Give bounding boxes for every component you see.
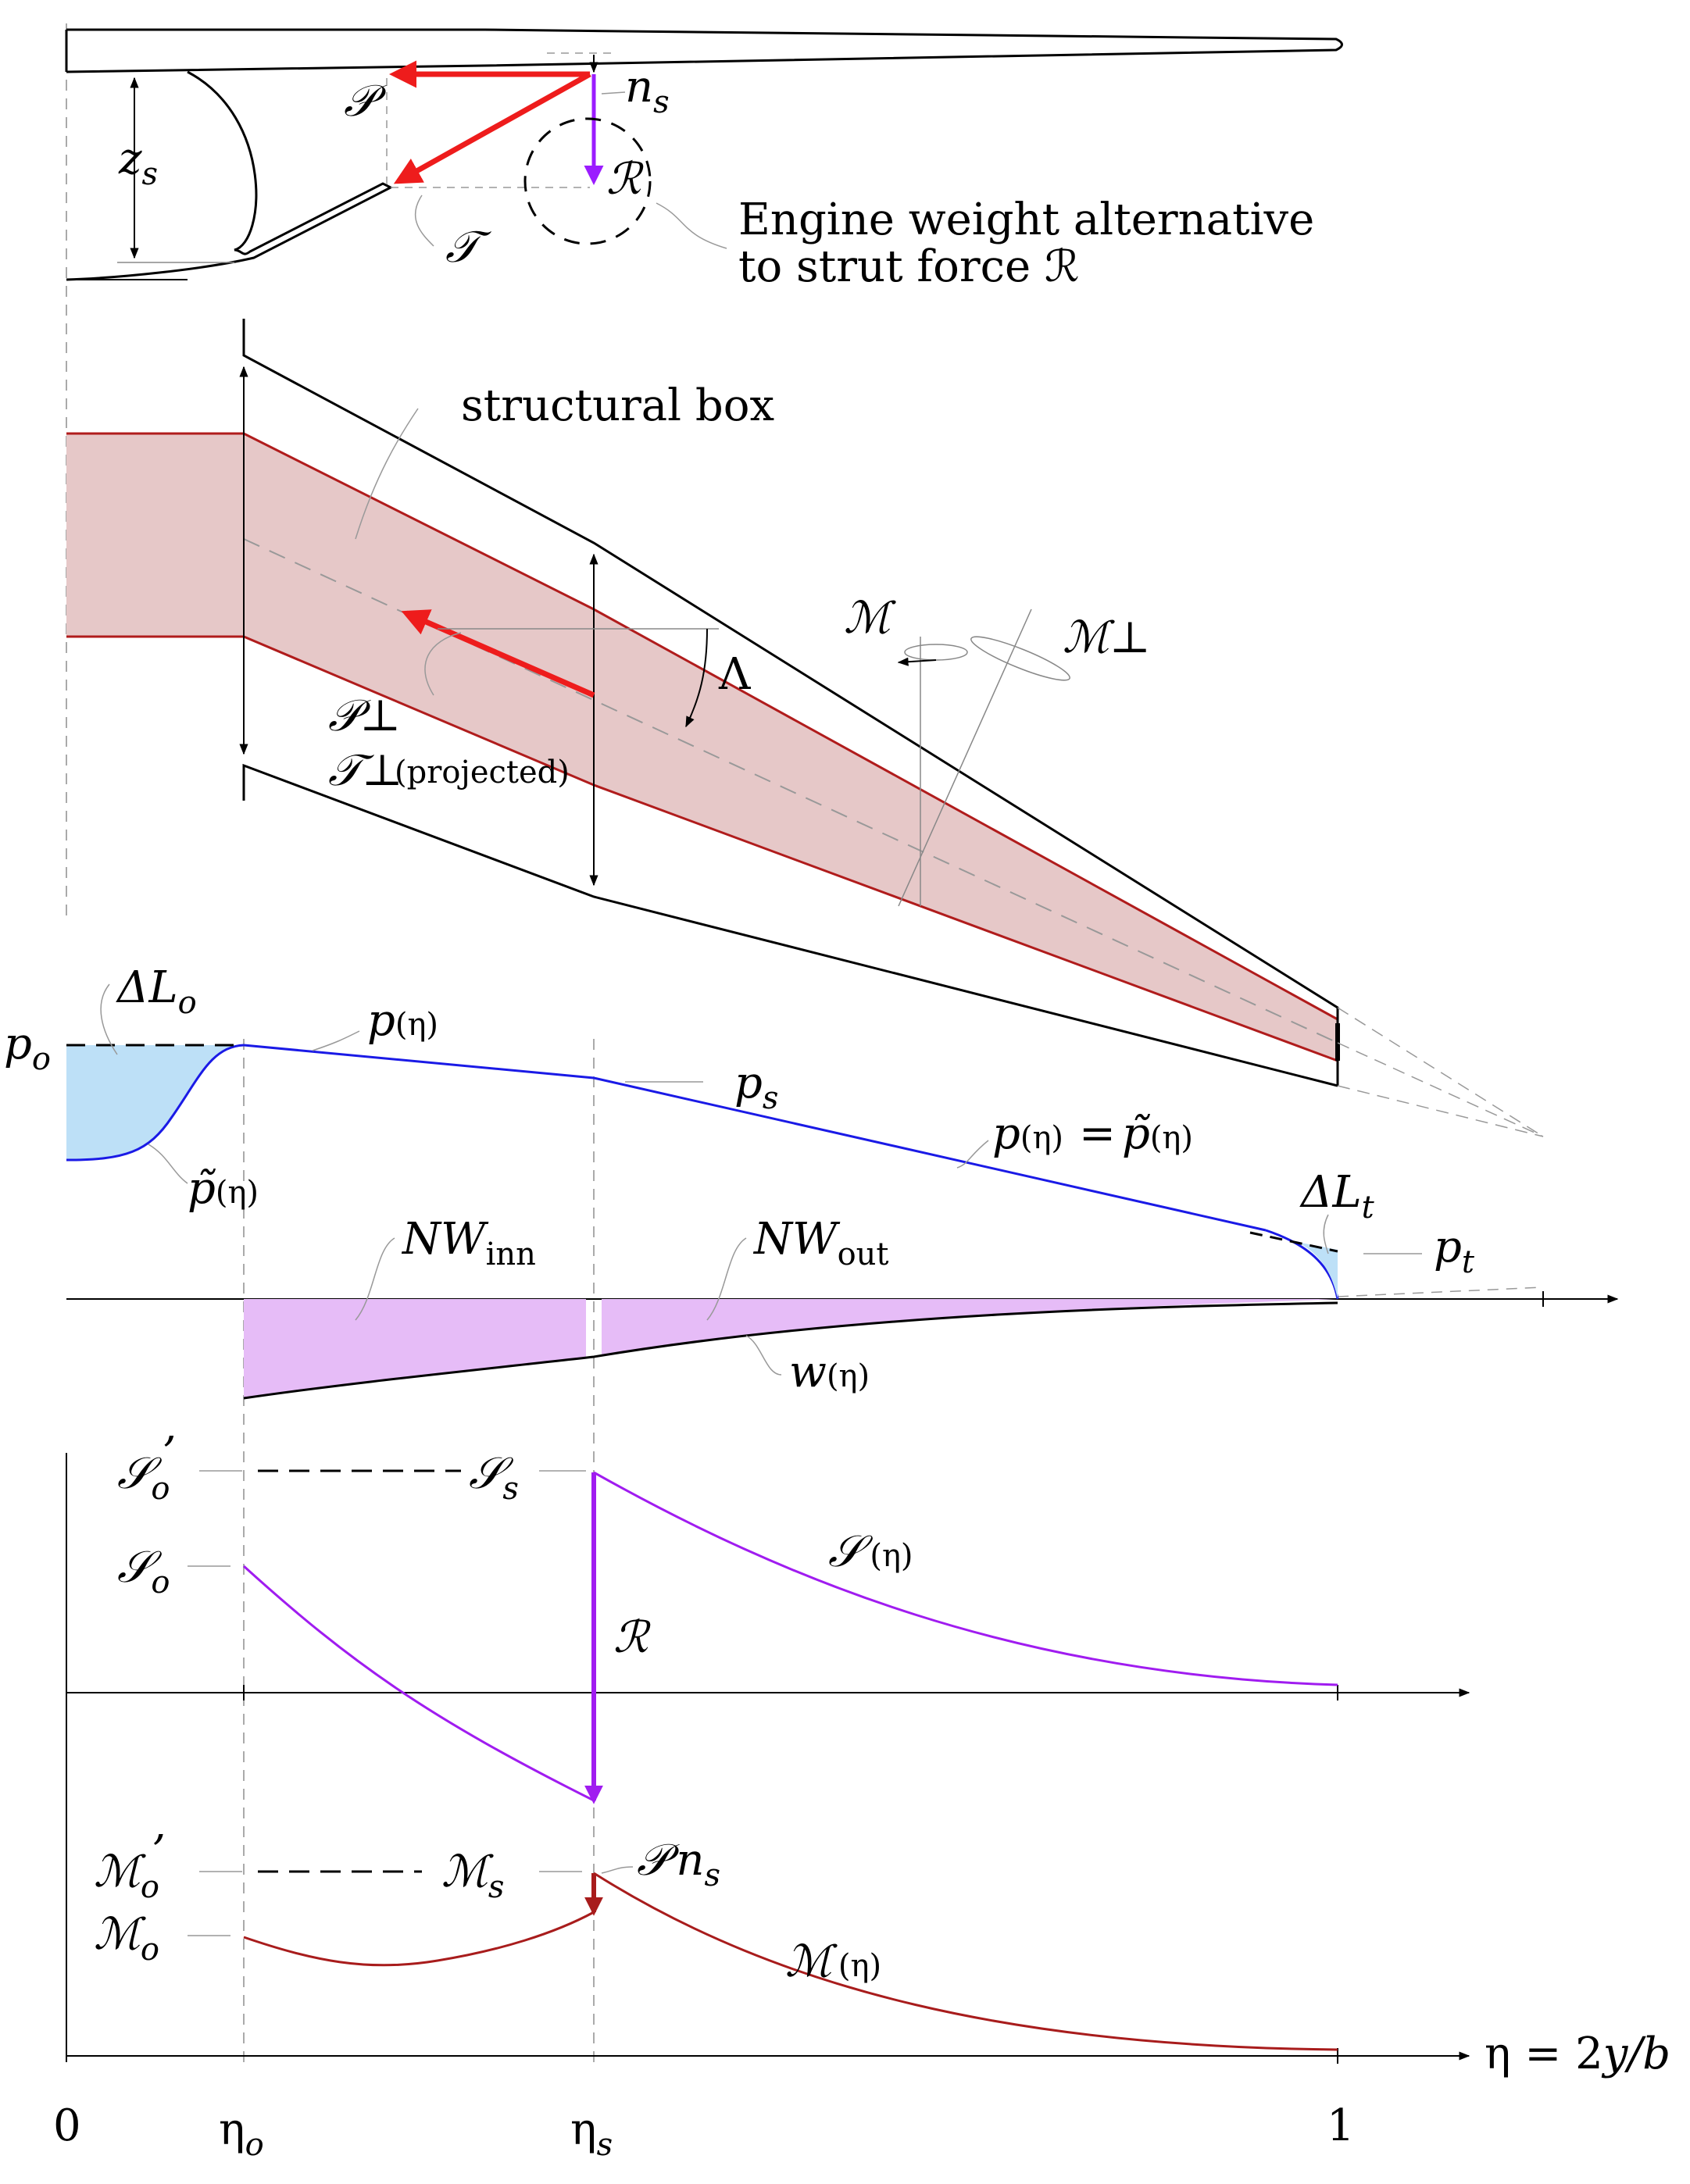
- wing-trailing-edge: [242, 763, 1338, 1087]
- engine-note-line2: to strut force ℛ: [738, 241, 1080, 292]
- svg-text:zs: zs: [118, 134, 158, 192]
- M-label-planform: ℳ: [844, 593, 896, 644]
- NW-out-label: NWout: [752, 1214, 888, 1272]
- engine-note-line1: Engine weight alternative: [738, 194, 1314, 245]
- p-t-label: pt: [1434, 1222, 1475, 1280]
- wing-profile: [66, 28, 1343, 73]
- p-s-label: ps: [734, 1058, 778, 1116]
- structural-box: [66, 434, 1338, 1061]
- S-s-label: 𝒮s: [469, 1448, 519, 1507]
- P-perp-label: 𝒫⊥: [328, 691, 401, 741]
- weight-curve: [243, 1301, 1338, 1400]
- shear-panel: 𝒮o’ 𝒮s 𝒮o 𝒮(η) ℛ: [66, 1428, 1470, 2062]
- shear-inner-curve: [242, 1565, 595, 1802]
- projected-note: (projected): [395, 755, 570, 790]
- M-eta-label: ℳ(η): [785, 1936, 881, 1987]
- p-eta-label: p(η): [367, 995, 438, 1046]
- delta-L-t-label: ΔLt: [1299, 1167, 1375, 1226]
- M-perp-label: ℳ⊥: [1063, 612, 1151, 663]
- delta-L-o-area: [66, 1045, 244, 1160]
- tick-1: 1: [1327, 2100, 1355, 2151]
- NW-inn-area: [244, 1299, 586, 1398]
- shear-outer-curve: [593, 1471, 1338, 1686]
- moment-outer-curve: [593, 1872, 1338, 2051]
- delta-L-t-area: [1297, 1242, 1338, 1299]
- w-eta-label: w(η): [789, 1347, 870, 1397]
- T-label: 𝒯: [445, 222, 491, 273]
- S-o-label: 𝒮o: [117, 1542, 170, 1601]
- z-s-label: zs: [118, 134, 158, 192]
- eta-axis-labels: η = 2y/b 0 ηo ηs 1: [53, 2029, 1670, 2163]
- load-distribution-panel: ΔLo po p(η) ps p(η)=p̃(η) p̃(η) ΔLt pt N…: [4, 962, 1619, 1400]
- S-eta-label: 𝒮(η): [828, 1526, 913, 1577]
- force-P-perp-arrow: [401, 609, 595, 698]
- reference-lines: [66, 23, 595, 2062]
- R-label-top: ℛ: [606, 154, 644, 205]
- tick-eta-s: ηs: [570, 2104, 613, 2163]
- delta-L-o-label: ΔLo: [116, 962, 197, 1021]
- tick-eta-o: ηo: [219, 2104, 264, 2163]
- M-s-label: ℳs: [441, 1847, 504, 1905]
- n-s-label: ns: [625, 62, 670, 120]
- p-eq-label: p(η)=p̃(η): [992, 1108, 1193, 1159]
- NW-out-area: [602, 1299, 1338, 1356]
- lambda-label: Λ: [718, 649, 751, 700]
- lift-curve: [243, 1044, 1267, 1232]
- axis-title: η = 2y/b: [1485, 2029, 1670, 2079]
- R-shear-label: ℛ: [613, 1612, 651, 1663]
- force-T-arrow: [393, 71, 591, 184]
- moment-inner-curve: [243, 1911, 595, 1967]
- NW-inn-label: NWinn: [401, 1214, 536, 1272]
- p-o-label: po: [4, 1019, 51, 1077]
- planform-view: Λ ℳ ℳ⊥ structural box 𝒫⊥ 𝒯⊥ (projected): [66, 319, 1544, 1137]
- T-perp-label: 𝒯⊥: [328, 745, 403, 796]
- M-o-prime-label: ℳo’: [94, 1826, 166, 1905]
- M-o-label: ℳo: [94, 1909, 159, 1968]
- P-label: 𝒫: [344, 76, 387, 127]
- tick-0: 0: [53, 2100, 81, 2151]
- S-o-prime-label: 𝒮o’: [117, 1428, 176, 1507]
- p-tilde-label: p̃(η): [188, 1163, 259, 1214]
- fuselage-fairing: [66, 70, 394, 281]
- structural-box-label: structural box: [461, 380, 774, 431]
- engine-circle: [523, 117, 652, 245]
- side-view: zs ns 𝒫 ℛ 𝒯 Engine weight alternative to…: [65, 28, 1343, 292]
